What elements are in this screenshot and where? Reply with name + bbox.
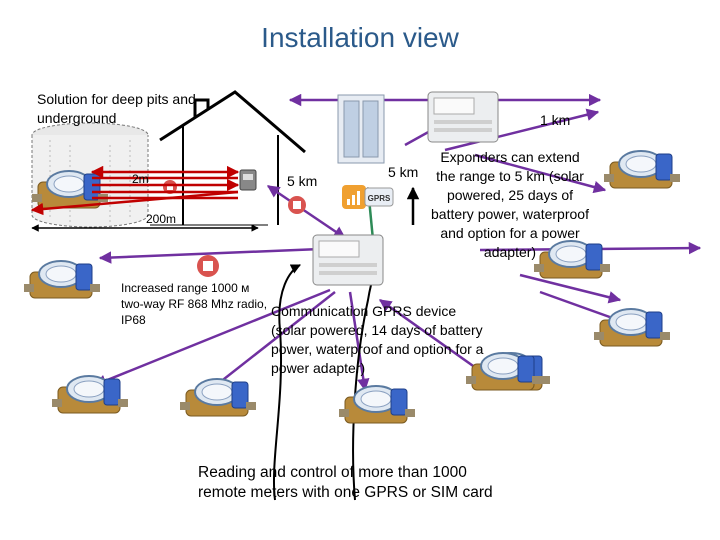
distance-200m-label: 200m <box>146 212 177 226</box>
distance-2m-label: 2m <box>132 172 149 186</box>
rf-icon-left <box>197 255 219 277</box>
page-title: Installation view <box>261 22 459 53</box>
exponder-device <box>427 91 499 143</box>
rf-icon-mid <box>288 196 306 214</box>
red-range-arrows <box>30 165 259 232</box>
water-meter-left <box>23 260 101 299</box>
gprs-gateway-device <box>312 234 384 286</box>
reading-control-description: Reading and control of more than 1000 re… <box>198 464 493 501</box>
distance-5km-left-label: 5 km <box>287 173 318 189</box>
deep-pits-label: Solution for deep pits and underground <box>37 91 196 126</box>
water-meter-right-top <box>603 150 681 189</box>
water-meter-bottom-2 <box>179 378 257 417</box>
signal-icon <box>342 185 366 209</box>
house-meter-device <box>239 169 257 191</box>
water-meter-bottom-3 <box>338 385 416 424</box>
distance-1km-label: 1 km <box>540 112 571 128</box>
gprs-badge-text: GPRS <box>368 194 391 203</box>
red-rf-icon <box>163 180 177 194</box>
exponders-description: Exponders can extend the range to 5 km (… <box>431 149 589 260</box>
server-cabinet <box>337 94 385 164</box>
pointer-line-left <box>272 264 301 501</box>
increased-range-description: Increased range 1000 м two-way RF 868 Mh… <box>121 281 268 327</box>
gprs-icon: GPRS <box>364 187 394 207</box>
distance-5km-mid-label: 5 km <box>388 164 419 180</box>
water-meter-bottom-1 <box>51 375 129 414</box>
gprs-device-description: Communication GPRS device (solar powered… <box>271 303 484 376</box>
